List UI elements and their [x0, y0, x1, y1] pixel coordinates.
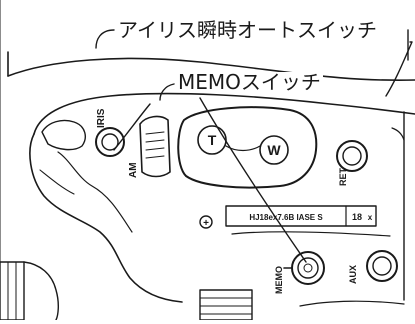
aux-label: AUX: [348, 265, 358, 284]
aux-button: [366, 250, 398, 282]
ret-label: RET: [338, 167, 348, 186]
iris-label: IRIS: [96, 108, 107, 128]
zoom-ratio: 18: [352, 212, 362, 222]
grip-contour-2: [39, 169, 75, 195]
memo-label: MEMO: [274, 266, 284, 294]
housing-top-edge: [7, 57, 415, 82]
wide-label: W: [267, 142, 281, 158]
thumb-rest: [41, 119, 86, 151]
bottom-ribbed-ring: [199, 289, 253, 321]
am-label: AM: [128, 162, 139, 178]
memo-button: [283, 251, 325, 285]
plus-screw: [199, 215, 213, 229]
iris-button: [95, 127, 125, 157]
model-name: HJ18ex7.6B IASE S: [249, 213, 323, 222]
right-curve: [391, 127, 405, 141]
memo-callout-tick: [159, 83, 175, 101]
lens-barrel: [0, 261, 59, 321]
iris-callout-tick: [95, 29, 115, 49]
iris-auto-switch-callout: アイリス瞬時オートスイッチ: [116, 18, 379, 42]
memo-switch-callout: MEMOスイッチ: [176, 70, 323, 94]
tele-label: T: [208, 132, 217, 148]
grip-inner-contour: [57, 151, 133, 233]
zoom-rocker: [177, 106, 318, 189]
bottom-rim: [299, 300, 405, 307]
ret-button: [336, 140, 368, 172]
zoom-unit: x: [368, 213, 373, 222]
memo-leader-line: [199, 97, 307, 263]
iris-callout-right-leader: [385, 41, 413, 97]
grip-lower-outline: [29, 133, 183, 303]
lower-bezel: [231, 231, 391, 237]
model-plate: [225, 205, 377, 227]
grip-top-outline: [33, 92, 415, 135]
am-switch: [139, 115, 171, 178]
iris-leader-segment: [113, 103, 151, 151]
plus-label: +: [203, 218, 209, 229]
